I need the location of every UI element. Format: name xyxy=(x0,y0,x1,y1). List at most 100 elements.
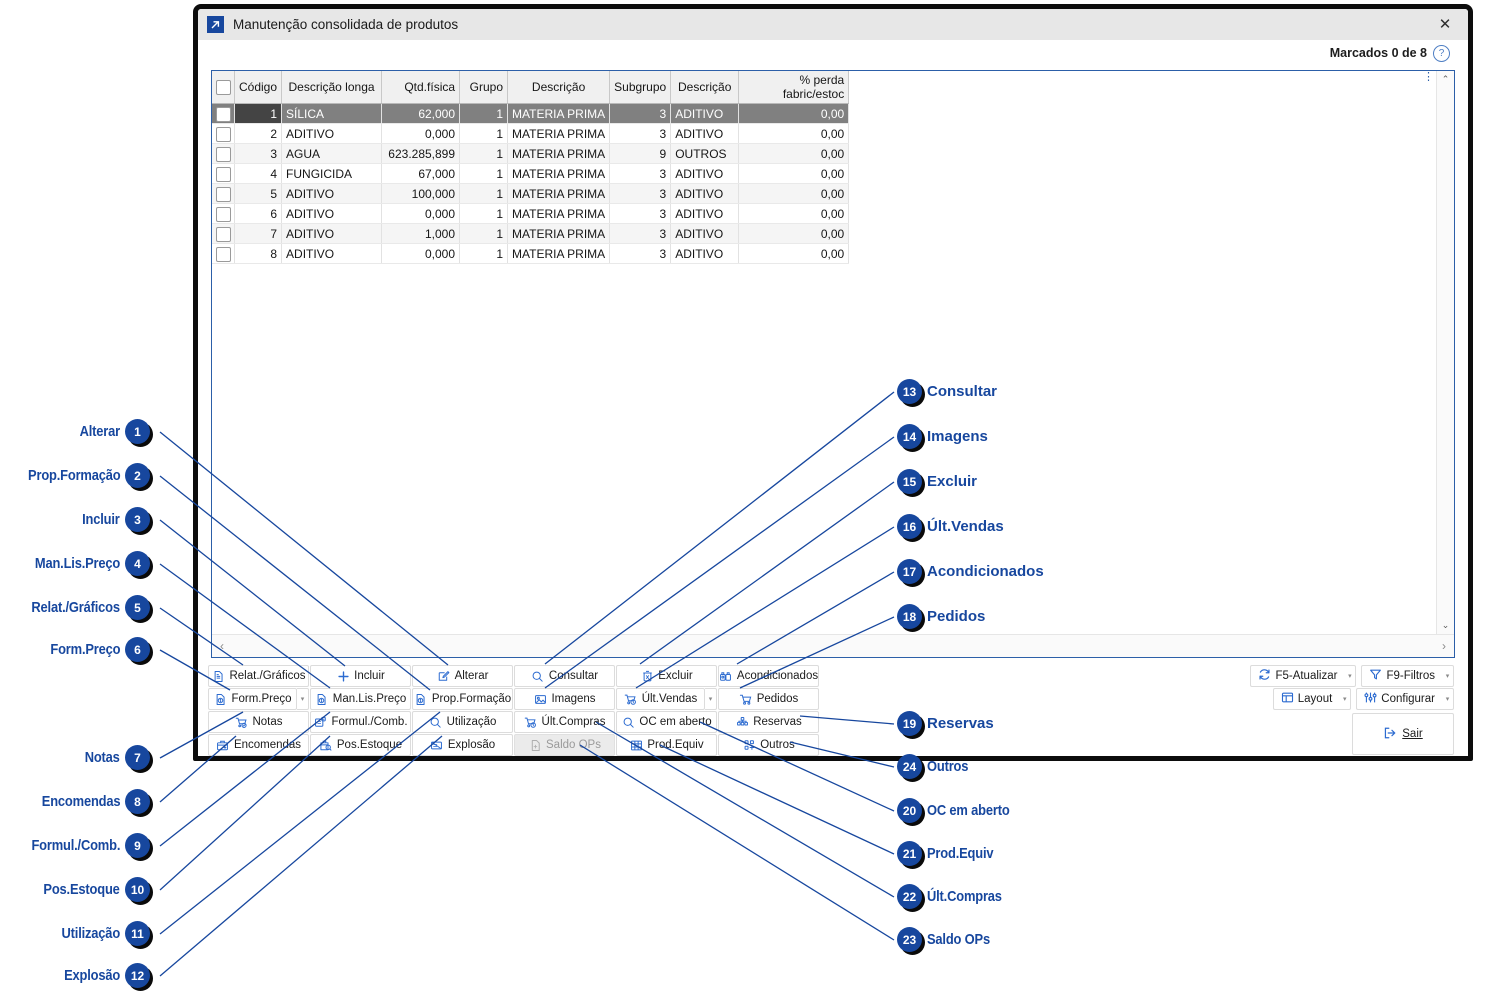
row-checkbox[interactable] xyxy=(215,246,231,262)
annotation-label-1: Alterar xyxy=(79,423,121,440)
vertical-scrollbar[interactable]: ⌃ ⌄ xyxy=(1436,71,1454,634)
incluir-button[interactable]: Incluir xyxy=(310,665,411,687)
grid-header-subgrupo[interactable]: Subgrupo xyxy=(609,71,672,104)
configurar-button[interactable]: Configurar xyxy=(1356,688,1442,710)
row-checkbox-cell xyxy=(212,203,235,224)
grid-header-perda[interactable]: % perda fabric/estoc xyxy=(738,71,850,104)
application-window: Manutenção consolidada de produtos ✕ Mar… xyxy=(193,4,1473,761)
cell-sdesc: ADITIVO xyxy=(670,183,740,204)
grid-header-codigo[interactable]: Código xyxy=(234,71,283,104)
form-preco-caret-icon[interactable]: ▾ xyxy=(297,688,309,710)
f9-filtros-button[interactable]: F9-Filtros xyxy=(1361,665,1442,687)
horizontal-scrollbar[interactable]: ‹ › xyxy=(212,634,1454,657)
layout-caret-icon[interactable]: ▾ xyxy=(1339,688,1352,710)
row-checkbox[interactable] xyxy=(215,106,231,122)
layout-label: Layout xyxy=(1297,693,1333,705)
explosao-button[interactable]: Explosão xyxy=(412,734,513,756)
outros-button[interactable]: Outros xyxy=(718,734,819,756)
row-checkbox[interactable] xyxy=(215,186,231,202)
form-preco-button[interactable]: Form.Preço xyxy=(208,688,297,710)
annotation-badge-18: 18 xyxy=(897,604,922,629)
relat-graficos-button[interactable]: Relat./Gráficos xyxy=(208,665,309,687)
consultar-button[interactable]: Consultar xyxy=(514,665,615,687)
notas-button[interactable]: Notas xyxy=(208,711,309,733)
row-checkbox-cell xyxy=(212,103,235,124)
cell-sdesc: ADITIVO xyxy=(670,203,740,224)
box-search-icon xyxy=(319,738,333,752)
layout-button[interactable]: Layout xyxy=(1272,688,1340,710)
alterar-button[interactable]: Alterar xyxy=(412,665,513,687)
formul-comb-button[interactable]: Formul./Comb. xyxy=(310,711,411,733)
cell-sdesc: ADITIVO xyxy=(670,103,740,124)
explosao-label: Explosão xyxy=(447,739,496,751)
row-checkbox[interactable] xyxy=(215,146,231,162)
row-checkbox[interactable] xyxy=(215,126,231,142)
f5-atualizar-button[interactable]: F5-Atualizar xyxy=(1250,665,1345,687)
imagens-button[interactable]: Imagens xyxy=(514,688,615,710)
grid-header-check[interactable] xyxy=(212,71,235,104)
row-checkbox[interactable] xyxy=(215,166,231,182)
price-doc-icon xyxy=(315,692,329,706)
reservas-button[interactable]: Reservas xyxy=(718,711,819,733)
sair-button[interactable]: Sair xyxy=(1352,713,1454,755)
row-checkbox[interactable] xyxy=(215,206,231,222)
oc-em-aberto-button[interactable]: OC em aberto xyxy=(616,711,717,733)
man-lis-preco-button[interactable]: Man.Lis.Preço xyxy=(310,688,411,710)
annotation-badge-7: 7 xyxy=(125,745,150,770)
acondicionados-label: Acondicionados xyxy=(736,670,819,682)
prop-formacao-button[interactable]: Prop.Formação xyxy=(412,688,513,710)
prod-equiv-button[interactable]: Prod.Equiv xyxy=(616,734,717,756)
ult-compras-button[interactable]: Últ.Compras xyxy=(514,711,615,733)
row-checkbox[interactable] xyxy=(215,226,231,242)
formul-comb-label: Formul./Comb. xyxy=(331,716,408,728)
picture-icon xyxy=(533,692,547,706)
scroll-left-icon[interactable]: ‹ xyxy=(220,639,224,653)
pencil-edit-icon xyxy=(437,669,451,683)
cell-gdesc: MATERIA PRIMA xyxy=(507,203,611,224)
ult-vendas-caret-icon[interactable]: ▾ xyxy=(705,688,717,710)
help-icon[interactable]: ? xyxy=(1433,44,1450,62)
annotation-label-6: Form.Preço xyxy=(50,641,120,658)
grid-header-sdesc[interactable]: Descrição xyxy=(670,71,740,104)
cell-codigo: 2 xyxy=(234,123,283,144)
reservas-label: Reservas xyxy=(753,716,802,728)
row-checkbox-cell xyxy=(212,223,235,244)
annotation-label-7: Notas xyxy=(85,749,120,766)
ult-compras-label: Últ.Compras xyxy=(541,716,606,728)
scroll-up-icon[interactable]: ⌃ xyxy=(1441,74,1450,84)
cell-desc: ADITIVO xyxy=(281,183,383,204)
pos-estoque-button[interactable]: Pos.Estoque xyxy=(310,734,411,756)
scroll-right-icon[interactable]: › xyxy=(1442,639,1446,653)
f5-atualizar-caret-icon[interactable]: ▾ xyxy=(1344,665,1357,687)
grid-header-gdesc[interactable]: Descrição xyxy=(507,71,611,104)
cell-gdesc: MATERIA PRIMA xyxy=(507,103,611,124)
excluir-button[interactable]: Excluir xyxy=(616,665,717,687)
cell-qtd: 100,000 xyxy=(381,183,461,204)
configurar-caret-icon[interactable]: ▾ xyxy=(1442,688,1454,710)
grid-header-grupo[interactable]: Grupo xyxy=(459,71,509,104)
encomendas-button[interactable]: Encomendas xyxy=(208,734,309,756)
pedidos-button[interactable]: Pedidos xyxy=(718,688,819,710)
utilizacao-button[interactable]: Utilização xyxy=(412,711,513,733)
ult-vendas-button[interactable]: Últ.Vendas xyxy=(616,688,705,710)
close-icon[interactable]: ✕ xyxy=(1438,16,1452,33)
cell-qtd: 0,000 xyxy=(381,243,461,264)
acondicionados-button[interactable]: Acondicionados xyxy=(718,665,819,687)
grid-menu-icon[interactable]: ⋮ xyxy=(1423,71,1434,83)
document-chart-icon xyxy=(211,669,225,683)
grid-header-qtd[interactable]: Qtd.física xyxy=(381,71,461,104)
grid-header-desc[interactable]: Descrição longa xyxy=(281,71,383,104)
select-all-checkbox[interactable] xyxy=(215,80,231,95)
f9-filtros-caret-icon[interactable]: ▾ xyxy=(1442,665,1454,687)
scroll-down-icon[interactable]: ⌄ xyxy=(1441,620,1450,630)
